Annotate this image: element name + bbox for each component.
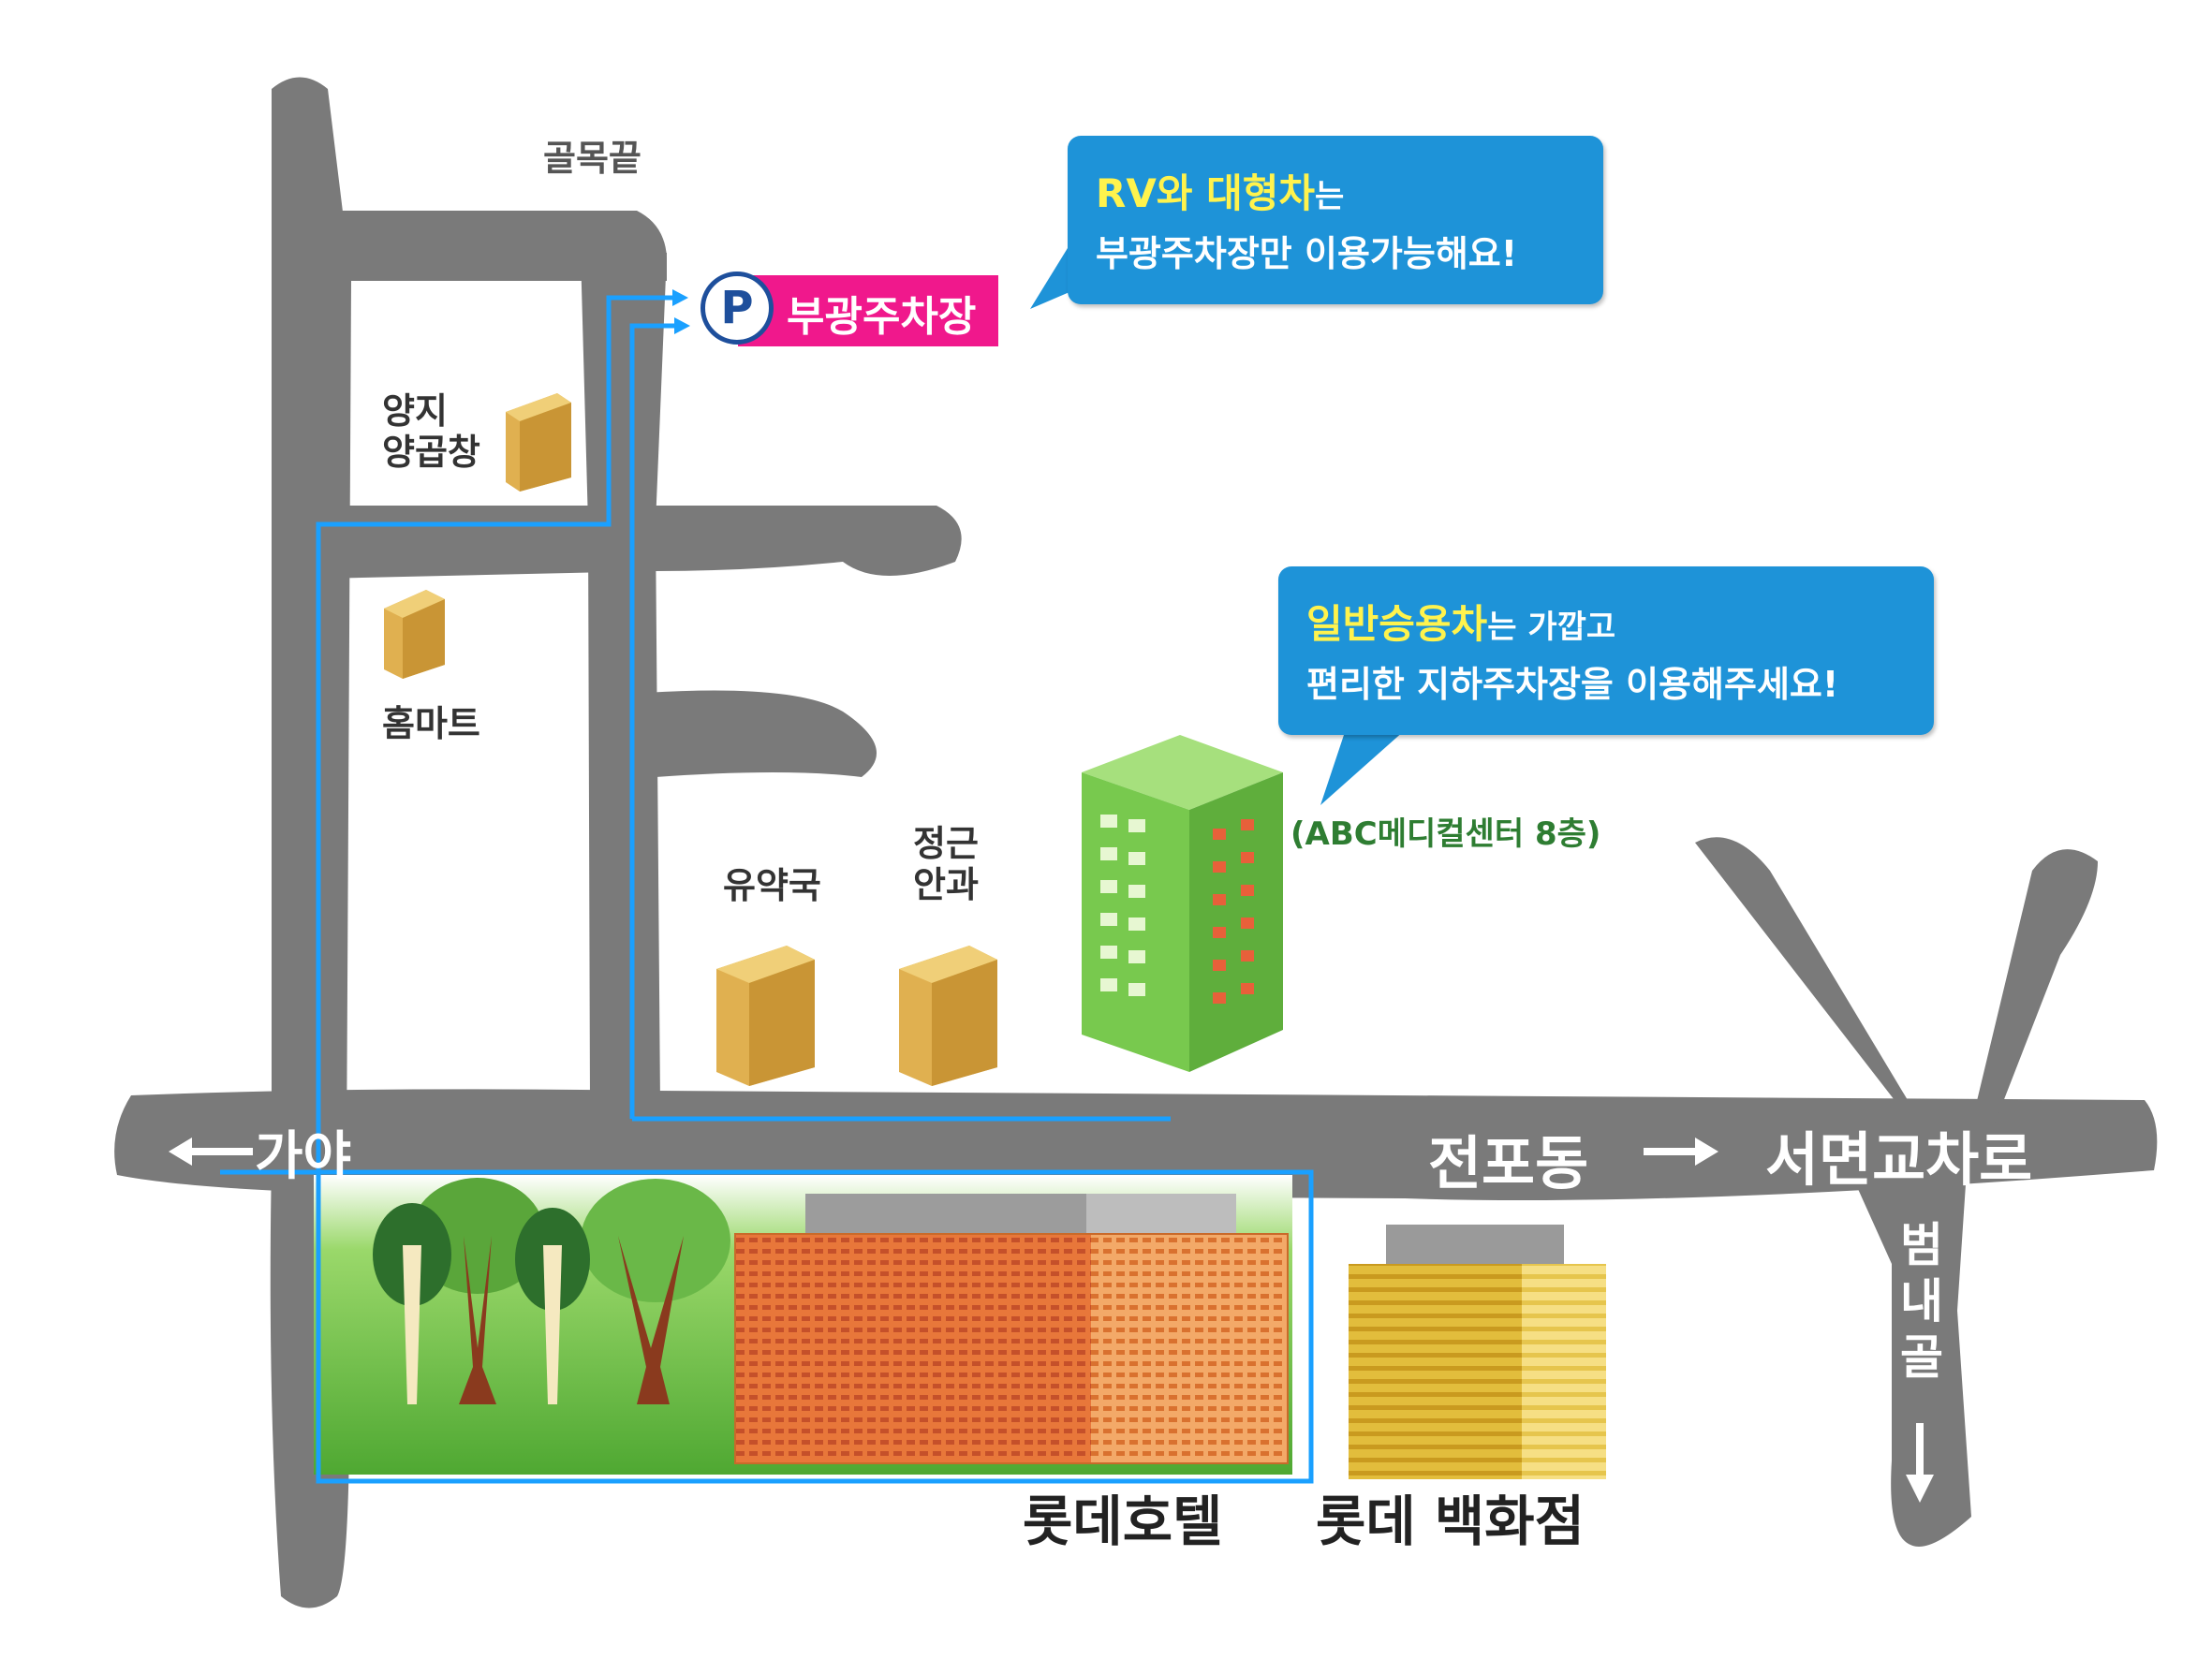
car-info-bubble: 일반승용차는 가깝고 편리한 지하주차장을 이용해주세요!: [1278, 566, 1934, 735]
road-label-jeonpo: 전포동: [1428, 1129, 1589, 1197]
road-label-seomyeon: 서면교차로: [1765, 1125, 2033, 1194]
car-bubble-suffix: 는 가깝고: [1487, 609, 1616, 646]
label-yangji-line2: 양곱창: [382, 431, 480, 473]
label-homemart: 홈마트: [382, 703, 480, 744]
lotte-hotel-building: [734, 1194, 1289, 1464]
road-y-junction: [1695, 837, 2098, 1133]
medical-center-building: [1082, 735, 1283, 1072]
parking-label-bg: [738, 275, 998, 346]
road-inner-vertical: [581, 253, 667, 1105]
label-pharmacy: 유약국: [723, 865, 821, 906]
arrow-left-icon: [169, 1138, 253, 1166]
parking-marker[interactable]: P 부광주차장: [700, 272, 998, 350]
rv-bubble-highlight: RV와 대형차: [1096, 170, 1316, 216]
car-bubble-highlight: 일반승용차: [1306, 601, 1488, 647]
rv-bubble-line1: RV와 대형차는: [1096, 162, 1575, 219]
label-lotte-hotel: 롯데호텔: [1023, 1490, 1223, 1553]
route-to-parking-1: [316, 295, 674, 1479]
road-arrows: [169, 1138, 1934, 1503]
route-arrowheads: [672, 289, 690, 334]
label-yangji-line1: 양지: [382, 390, 448, 432]
parking-icon-letter: P: [720, 282, 754, 334]
label-medical-center: (ABC메디컬센터 8층): [1290, 815, 1601, 853]
route-underground-loop: [316, 1169, 1314, 1484]
parking-label: 부광주차장: [787, 293, 977, 341]
road-beomnae: [1850, 1161, 1971, 1547]
rv-bubble-line2: 부광주차장만 이용가능해요!: [1096, 233, 1518, 274]
lotte-dept-building: [1349, 1225, 1606, 1479]
car-bubble-line2: 편리한 지하주차장을 이용해주세요!: [1306, 664, 1839, 705]
arrow-down-icon: [1906, 1423, 1934, 1503]
car-bubble-tail: [1320, 721, 1405, 805]
label-eye-line1: 정근: [913, 823, 979, 864]
trees: [373, 1178, 730, 1404]
arrow-right-icon: [1644, 1138, 1718, 1166]
label-eye-clinic: 정근 안과: [913, 823, 979, 905]
rv-bubble-suffix: 는: [1315, 178, 1345, 215]
route-to-parking-2: [629, 323, 676, 1119]
route-arrow-2: [674, 317, 690, 334]
road-label-gaya: 가야: [255, 1126, 352, 1187]
label-yangji: 양지 양곱창: [382, 390, 480, 473]
road-label-beomnae-text: 범내골: [1900, 1218, 1943, 1385]
small-buildings: [384, 393, 997, 1086]
label-lotte-dept: 롯데 백화점: [1316, 1490, 1585, 1553]
road-label-beomnae: 범내골: [1894, 1217, 1950, 1386]
road-mid-cross: [318, 506, 962, 579]
parking-icon: P: [700, 272, 774, 345]
label-alley-end: 골목끝: [543, 138, 641, 179]
route-lines: [220, 295, 1314, 1484]
route-arrow-1: [672, 289, 688, 306]
road-lower-side: [646, 690, 877, 777]
rv-info-bubble: RV와 대형차는 부광주차장만 이용가능해요!: [1068, 136, 1603, 304]
road-top: [318, 211, 667, 281]
car-bubble-line1: 일반승용차는 가깝고: [1306, 593, 1906, 650]
label-eye-line2: 안과: [913, 863, 979, 905]
